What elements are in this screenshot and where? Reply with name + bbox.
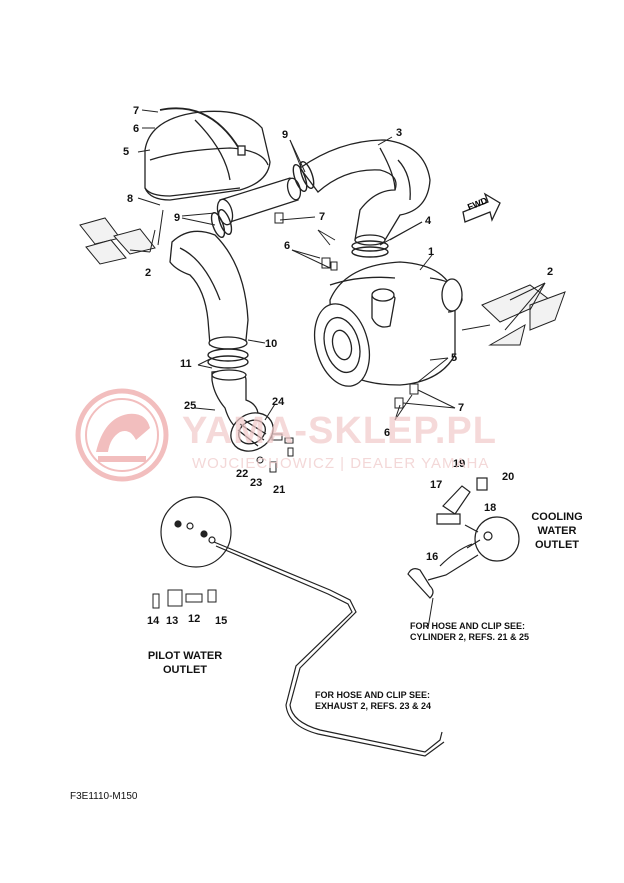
callout-7: 7 [319,211,326,223]
cooling-hose [407,477,488,599]
note-line: CYLINDER 2, REFS. 21 & 25 [410,632,530,642]
silencer-brackets [274,212,419,409]
callout-21: 21 [273,484,286,496]
pilot-detail-circle [160,496,232,568]
drawing-code: F3E1110-M150 [70,791,138,802]
hose-clamps [210,161,389,258]
cooling-detail-circle [464,516,520,562]
leader-lines [129,109,546,629]
callout-7: 7 [133,105,140,117]
callout-5: 5 [123,146,130,158]
callout-15: 15 [215,615,228,627]
callout-16: 16 [426,551,439,563]
pilot-fittings [152,589,217,609]
callout-6: 6 [133,123,140,135]
callout-1: 1 [428,246,435,258]
pads-right [481,284,566,346]
callout-8: 8 [127,193,134,205]
watermark-tagline: WOJCIECHOWICZ | DEALER YAMAHA [192,455,490,472]
callout-5: 5 [451,352,458,364]
elbow-hose [169,230,249,350]
callout-17: 17 [430,479,443,491]
callout-23: 23 [250,477,263,489]
callout-2: 2 [145,267,152,279]
heading-line: OUTLET [163,664,207,676]
callout-24: 24 [272,396,285,408]
pilot-water-outlet-heading: PILOT WATER OUTLET [135,649,235,677]
heading-line: COOLING [531,511,583,523]
callout-13: 13 [166,615,179,627]
exhaust-reference-note: FOR HOSE AND CLIP SEE: EXHAUST 2, REFS. … [315,690,431,712]
callout-9: 9 [282,129,289,141]
intake-hose [299,139,431,246]
callout-14: 14 [147,615,160,627]
note-line: EXHAUST 2, REFS. 23 & 24 [315,701,432,711]
lower-clamps [207,348,249,369]
watermark-brand: YAMA-SKLEP.PL [182,410,497,452]
callout-2: 2 [547,266,554,278]
main-silencer [313,261,463,387]
heading-line: WATER [537,525,577,537]
cooling-water-outlet-heading: COOLING WATER OUTLET [522,510,592,552]
cylinder-reference-note: FOR HOSE AND CLIP SEE: CYLINDER 2, REFS.… [410,621,529,643]
pilot-tube [213,541,445,757]
callout-3: 3 [396,127,403,139]
callout-19: 19 [453,458,466,470]
callout-12: 12 [188,613,201,625]
pads-left [79,217,156,265]
callout-20: 20 [502,471,515,483]
callout-6: 6 [284,240,291,252]
callout-6: 6 [384,427,391,439]
callout-18: 18 [484,502,497,514]
silencer-cover [144,107,271,201]
heading-line: PILOT WATER [147,650,223,662]
callout-11: 11 [180,358,192,370]
callout-9: 9 [174,212,181,224]
callout-25: 25 [184,400,197,412]
callout-4: 4 [425,215,432,227]
watermark-logo [75,388,169,482]
note-line: FOR HOSE AND CLIP SEE: [315,690,431,700]
fwd-arrow [462,192,501,223]
heading-line: OUTLET [535,539,579,551]
callout-22: 22 [236,468,249,480]
callout-10: 10 [265,338,278,350]
callout-7: 7 [458,402,465,414]
water-box [230,412,274,452]
note-line: FOR HOSE AND CLIP SEE: [410,621,526,631]
small-fittings [256,433,294,473]
